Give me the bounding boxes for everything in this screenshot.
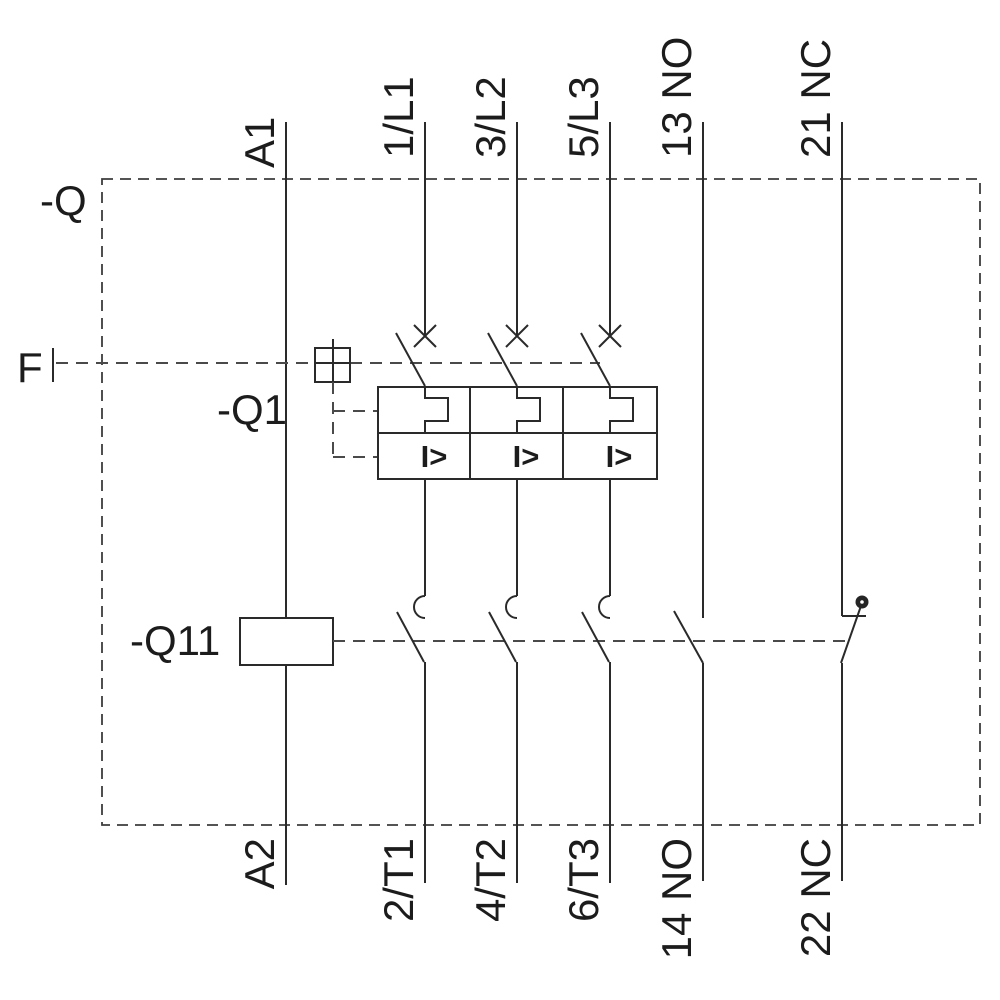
contactor-arc-icon bbox=[413, 595, 426, 619]
contact-blade bbox=[488, 611, 517, 663]
terminal-label-2t1: 2/T1 bbox=[375, 838, 422, 922]
contactor-arc-icon bbox=[598, 595, 611, 619]
main-contact-pole2 bbox=[488, 595, 518, 663]
terminal-labels-top: A1 1/L1 3/L2 5/L3 13 NO 21 NC bbox=[236, 37, 839, 168]
breaker-cross-icon bbox=[505, 324, 529, 348]
breaker-release-box: I> I> I> bbox=[377, 386, 658, 480]
aux-no-contact bbox=[673, 610, 704, 664]
overcurrent-release-symbol: I> bbox=[513, 439, 540, 474]
main-contact-pole3 bbox=[581, 595, 611, 663]
terminal-label-a1: A1 bbox=[236, 117, 283, 168]
breaker-blade-3 bbox=[580, 332, 611, 387]
overcurrent-release-symbol: I> bbox=[421, 439, 448, 474]
breaker-cross-icon bbox=[413, 324, 437, 348]
breaker-contacts bbox=[395, 324, 622, 387]
terminal-label-4t2: 4/T2 bbox=[467, 838, 514, 922]
pole-wires-mid bbox=[424, 479, 611, 596]
contact-blade bbox=[396, 611, 425, 663]
terminal-label-1l1: 1/L1 bbox=[375, 76, 422, 158]
terminal-label-14no: 14 NO bbox=[653, 838, 700, 959]
contactor-coil bbox=[239, 617, 334, 666]
terminal-labels-bottom: A2 2/T1 4/T2 6/T3 14 NO 22 NC bbox=[236, 838, 839, 959]
aux-nc-contact bbox=[840, 595, 869, 664]
terminal-label-6t3: 6/T3 bbox=[560, 838, 607, 922]
terminal-label-22nc: 22 NC bbox=[792, 838, 839, 957]
breaker-blade-1 bbox=[395, 332, 426, 387]
breaker-cross-icon bbox=[598, 324, 622, 348]
overcurrent-release-symbol: I> bbox=[606, 439, 633, 474]
test-button-square-icon bbox=[314, 339, 351, 383]
contact-blade bbox=[581, 611, 610, 663]
nc-pivot-dot-center bbox=[860, 600, 864, 604]
terminal-label-3l2: 3/L2 bbox=[467, 76, 514, 158]
terminal-lines-bottom bbox=[285, 662, 843, 885]
terminal-label-a2: A2 bbox=[236, 838, 283, 889]
trip-input-label: F bbox=[17, 344, 43, 391]
contact-blade bbox=[673, 610, 704, 664]
enclosure-border bbox=[101, 178, 981, 826]
main-contact-pole1 bbox=[396, 595, 426, 663]
contactor-arc-icon bbox=[505, 595, 518, 619]
thermal-overload-icon bbox=[609, 387, 634, 433]
breaker-label: -Q1 bbox=[217, 386, 287, 433]
trip-linkage bbox=[52, 339, 600, 458]
breaker-blade-2 bbox=[487, 332, 518, 387]
thermal-overload-icon bbox=[424, 387, 449, 433]
contactor-label: -Q11 bbox=[130, 617, 220, 664]
terminal-lines-top bbox=[285, 122, 843, 618]
enclosure-label: -Q bbox=[40, 177, 87, 224]
contact-blade bbox=[840, 602, 863, 664]
terminal-label-21nc: 21 NC bbox=[792, 39, 839, 158]
terminal-label-13no: 13 NO bbox=[653, 37, 700, 158]
terminal-label-5l3: 5/L3 bbox=[560, 76, 607, 158]
thermal-overload-icon bbox=[516, 387, 541, 433]
